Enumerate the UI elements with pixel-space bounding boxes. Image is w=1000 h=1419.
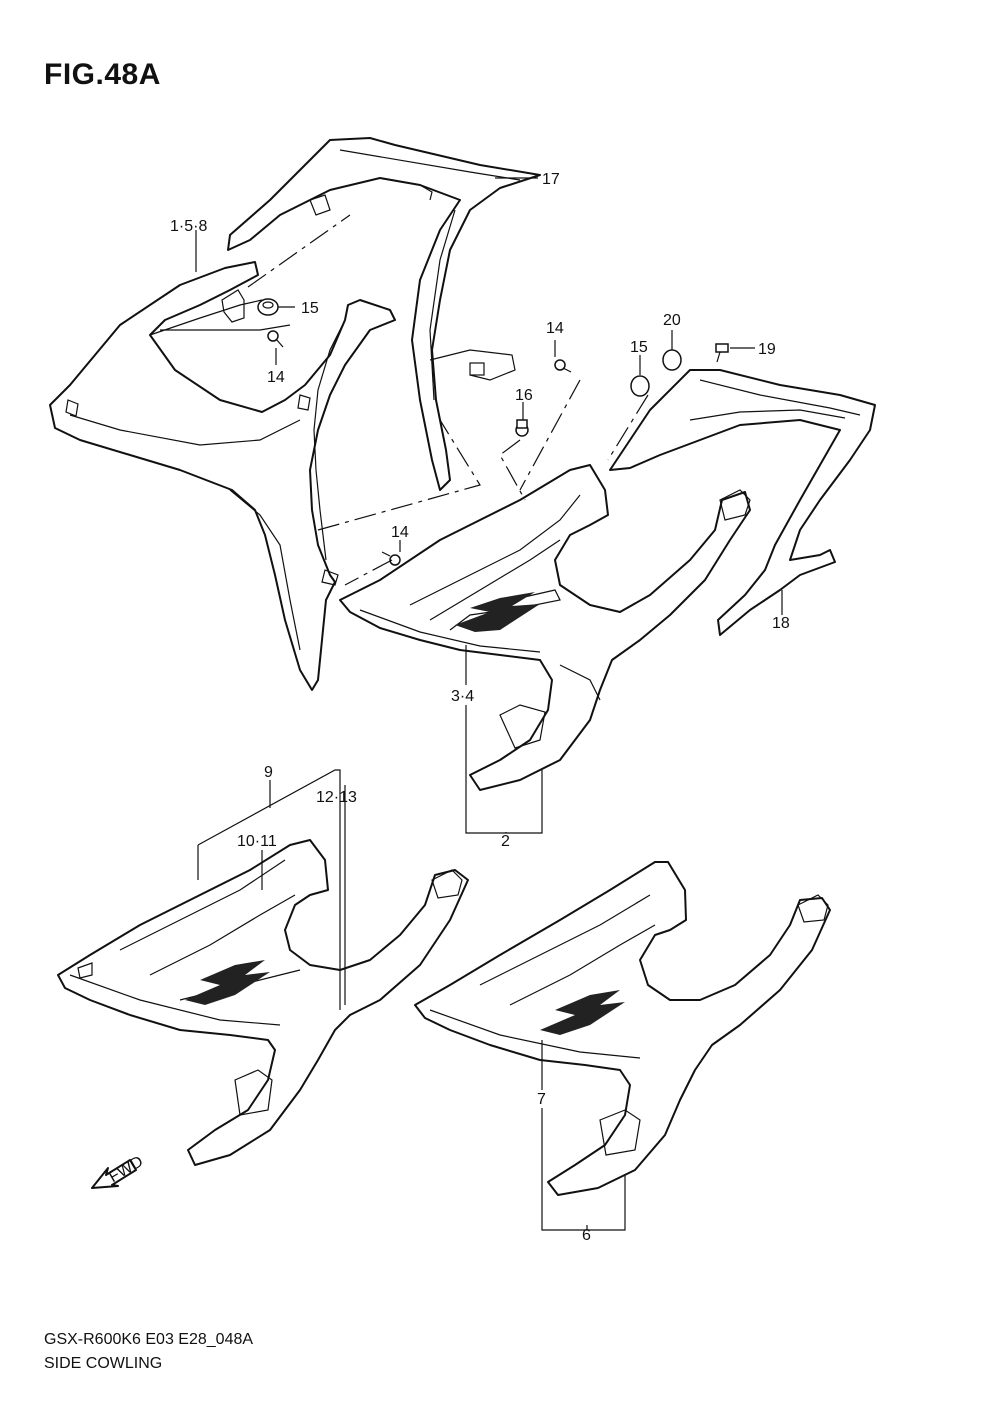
callout-15-right: 15: [630, 339, 648, 356]
callout-7: 7: [537, 1091, 546, 1108]
part-17-inner-panel: [227, 137, 541, 491]
fastener-14-lower-screw: [381, 551, 401, 566]
callout-18: 18: [772, 615, 790, 632]
mounting-dash-lines: [247, 214, 649, 586]
callout-1-5-8: 1·5·8: [170, 218, 207, 235]
fwd-label: FWD: [106, 1153, 146, 1186]
callout-2: 2: [501, 833, 510, 850]
callout-14-upper: 14: [267, 369, 285, 386]
callout-12-13: 12·13: [316, 789, 357, 806]
part-2-lower-cowling: [339, 464, 751, 791]
fastener-19-bolt: [715, 343, 729, 363]
part-6-lower-cowling: [414, 861, 831, 1196]
callout-15-upper: 15: [301, 300, 319, 317]
callout-17: 17: [542, 171, 560, 188]
callout-10-11: 10·11: [237, 833, 277, 850]
fastener-20-grommet: [662, 349, 682, 371]
callout-6: 6: [582, 1227, 591, 1244]
part-1-5-8-upper-cowling: [49, 261, 396, 691]
callout-9: 9: [264, 764, 273, 781]
fastener-14-upper-screw: [267, 330, 284, 348]
fastener-15-upper: [257, 298, 279, 316]
callout-14-lower: 14: [391, 524, 409, 541]
callout-16: 16: [515, 387, 533, 404]
diagram-name: SIDE COWLING: [44, 1355, 163, 1372]
fastener-16-rivet: [515, 419, 529, 437]
part-9-lower-cowling: [57, 839, 469, 1166]
figure-title: FIG.48A: [44, 58, 161, 91]
fwd-arrow-icon: FWD: [91, 1153, 146, 1189]
callout-3-4: 3·4: [451, 688, 474, 705]
diagram-code: GSX-R600K6 E03 E28_048A: [44, 1331, 254, 1348]
leader-lines: [195, 177, 783, 1231]
callout-14-mid: 14: [546, 320, 564, 337]
callout-20: 20: [663, 312, 681, 329]
fastener-14-mid-screw: [554, 359, 572, 373]
fastener-15-grommet: [630, 375, 650, 397]
callout-19: 19: [758, 341, 776, 358]
callout-labels: 17 1·5·8 15 14 14 20 15 19 16 14 18 3·4 …: [170, 171, 790, 1244]
part-18-side-panel: [609, 369, 876, 636]
